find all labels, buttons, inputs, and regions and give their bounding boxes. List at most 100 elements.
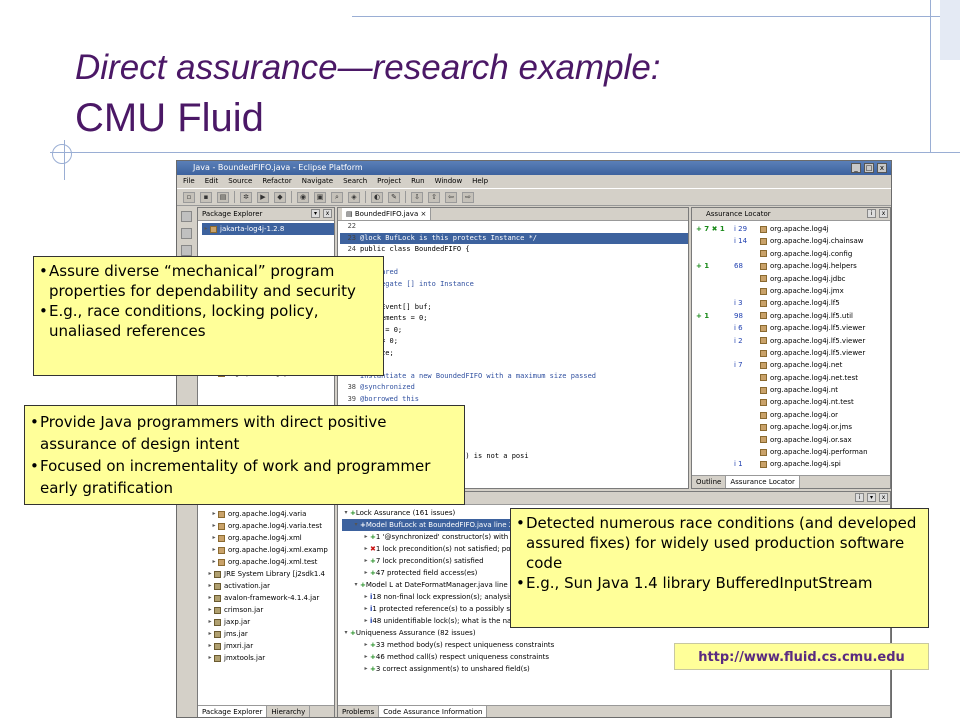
debug-icon[interactable]: ✲ [240,191,252,203]
assurance-locator-row[interactable]: org.apache.log4j.performan [696,446,890,458]
assurance-tree-row[interactable]: ▸i 1 protected reference(s) to a possibl… [342,603,890,615]
expand-arrow-icon[interactable]: ▸ [364,557,368,564]
tree-row[interactable]: ▸org.apache.log4j.xml.test [202,556,328,568]
expand-arrow-icon[interactable]: ▸ [204,225,208,232]
pane-close-icon[interactable]: x [323,209,332,218]
new-icon[interactable]: ▫ [183,191,195,203]
new-package-icon[interactable]: ▣ [314,191,326,203]
tab-hierarchy[interactable]: Hierarchy [267,706,311,717]
assurance-tree-row[interactable]: ▸+ 46 method call(s) respect uniqueness … [342,651,890,663]
toggle-icon[interactable]: ◐ [371,191,383,203]
next-annotation-icon[interactable]: ⇩ [411,191,423,203]
assurance-locator-row[interactable]: org.apache.log4j.or.jms [696,421,890,433]
tree-row[interactable]: ▸org.apache.log4j.xml [202,532,328,544]
menu-item-project[interactable]: Project [377,177,402,185]
tab-code-assurance-information[interactable]: Code Assurance Information [379,706,488,717]
assurance-tree-row[interactable]: ▸i 18 non-final lock expression(s); anal… [342,591,890,603]
expand-arrow-icon[interactable]: ▸ [364,665,368,672]
expand-arrow-icon[interactable]: ▸ [364,617,368,624]
tree-row[interactable]: ▸jakarta-log4j-1.2.8 [202,223,334,235]
expand-arrow-icon[interactable]: ▸ [208,606,212,613]
assurance-locator-row[interactable]: org.apache.log4j.config [696,248,890,260]
menu-item-file[interactable]: File [183,177,195,185]
expand-arrow-icon[interactable]: ▸ [364,605,368,612]
menu-item-refactor[interactable]: Refactor [262,177,292,185]
back-icon[interactable]: ⇦ [445,191,457,203]
new-class-icon[interactable]: ◉ [297,191,309,203]
open-type-icon[interactable]: ◈ [348,191,360,203]
pane-menu-icon[interactable]: ▾ [867,493,876,502]
menu-item-run[interactable]: Run [411,177,425,185]
edit-icon[interactable]: ✎ [388,191,400,203]
expand-arrow-icon[interactable]: ▸ [212,534,216,541]
assurance-tree-row[interactable]: ▸+ 47 protected field access(es) [342,567,890,579]
menu-item-search[interactable]: Search [343,177,368,185]
assurance-locator-row[interactable]: org.apache.log4j.jdbc [696,273,890,285]
search-icon[interactable]: ⌕ [331,191,343,203]
expand-arrow-icon[interactable]: ▸ [364,593,368,600]
assurance-locator-row[interactable]: org.apache.log4j.jmx [696,285,890,297]
open-perspective-icon[interactable] [181,211,192,222]
expand-arrow-icon[interactable]: ▸ [208,618,212,625]
expand-arrow-icon[interactable]: ▾ [344,629,348,636]
tree-row[interactable]: ▸jms.jar [202,628,328,640]
expand-arrow-icon[interactable]: ▸ [212,546,216,553]
expand-arrow-icon[interactable]: ▾ [354,521,358,528]
expand-arrow-icon[interactable]: ▸ [212,522,216,529]
assurance-tree-row[interactable]: ▾+ Lock Assurance (161 issues) [342,507,890,519]
print-icon[interactable]: ▤ [217,191,229,203]
expand-arrow-icon[interactable]: ▸ [208,570,212,577]
assurance-tree-row[interactable]: ▸i 48 unidentifiable lock(s); what is th… [342,615,890,627]
menu-item-help[interactable]: Help [472,177,489,185]
expand-arrow-icon[interactable]: ▸ [208,582,212,589]
tree-row[interactable]: ▸crimson.jar [202,604,328,616]
info-icon[interactable]: i [867,209,876,218]
tab-assurance-locator[interactable]: Assurance Locator [726,476,800,488]
tree-row[interactable]: ▸org.apache.log4j.varia.test [202,520,328,532]
assurance-tree-row[interactable]: ▸+ 7 lock precondition(s) satisfied [342,555,890,567]
assurance-locator-row[interactable]: org.apache.log4j.nt [696,384,890,396]
tab-package-explorer[interactable]: Package Explorer [198,706,268,717]
java-perspective-icon[interactable] [181,228,192,239]
menu-item-navigate[interactable]: Navigate [301,177,334,185]
project-url-link[interactable]: http://www.fluid.cs.cmu.edu [674,643,929,670]
previous-annotation-icon[interactable]: ⇧ [428,191,440,203]
forward-icon[interactable]: ⇨ [462,191,474,203]
menu-item-window[interactable]: Window [434,177,463,185]
tab-close-icon[interactable]: × [420,210,427,218]
minimize-button[interactable]: _ [851,163,861,173]
info-icon[interactable]: i [855,493,864,502]
assurance-locator-row[interactable]: org.apache.log4j.net.test [696,372,890,384]
editor-tab[interactable]: ▤ BoundedFIFO.java × [342,208,432,220]
tree-row[interactable]: ▸jaxp.jar [202,616,328,628]
maximize-button[interactable]: □ [864,163,874,173]
tree-row[interactable]: ▸JRE System Library [j2sdk1.4 [202,568,328,580]
pane-close-icon[interactable]: x [879,209,888,218]
tab-outline[interactable]: Outline [692,476,727,488]
tree-row[interactable]: ▸jmxtools.jar [202,652,328,664]
expand-arrow-icon[interactable]: ▸ [208,594,212,601]
assurance-locator-row[interactable]: org.apache.log4j.lf5.viewer [696,347,890,359]
assurance-tree-row[interactable]: ▾+ Uniqueness Assurance (82 issues) [342,627,890,639]
external-tools-icon[interactable]: ◆ [274,191,286,203]
expand-arrow-icon[interactable]: ▸ [364,533,368,540]
expand-arrow-icon[interactable]: ▸ [208,642,212,649]
expand-arrow-icon[interactable]: ▸ [212,558,216,565]
assurance-tree-row[interactable]: ▸✖ 1 lock precondition(s) not satisfied;… [342,543,890,555]
expand-arrow-icon[interactable]: ▸ [364,545,368,552]
tree-row[interactable]: ▸avalon-framework-4.1.4.jar [202,592,328,604]
assurance-locator-row[interactable]: org.apache.log4j.or.sax [696,434,890,446]
expand-arrow-icon[interactable]: ▸ [208,654,212,661]
tree-row[interactable]: ▸org.apache.log4j.varia [202,508,328,520]
resource-perspective-icon[interactable] [181,245,192,256]
expand-arrow-icon[interactable]: ▸ [212,510,216,517]
assurance-locator-row[interactable]: org.apache.log4j.nt.test [696,396,890,408]
expand-arrow-icon[interactable]: ▸ [208,630,212,637]
